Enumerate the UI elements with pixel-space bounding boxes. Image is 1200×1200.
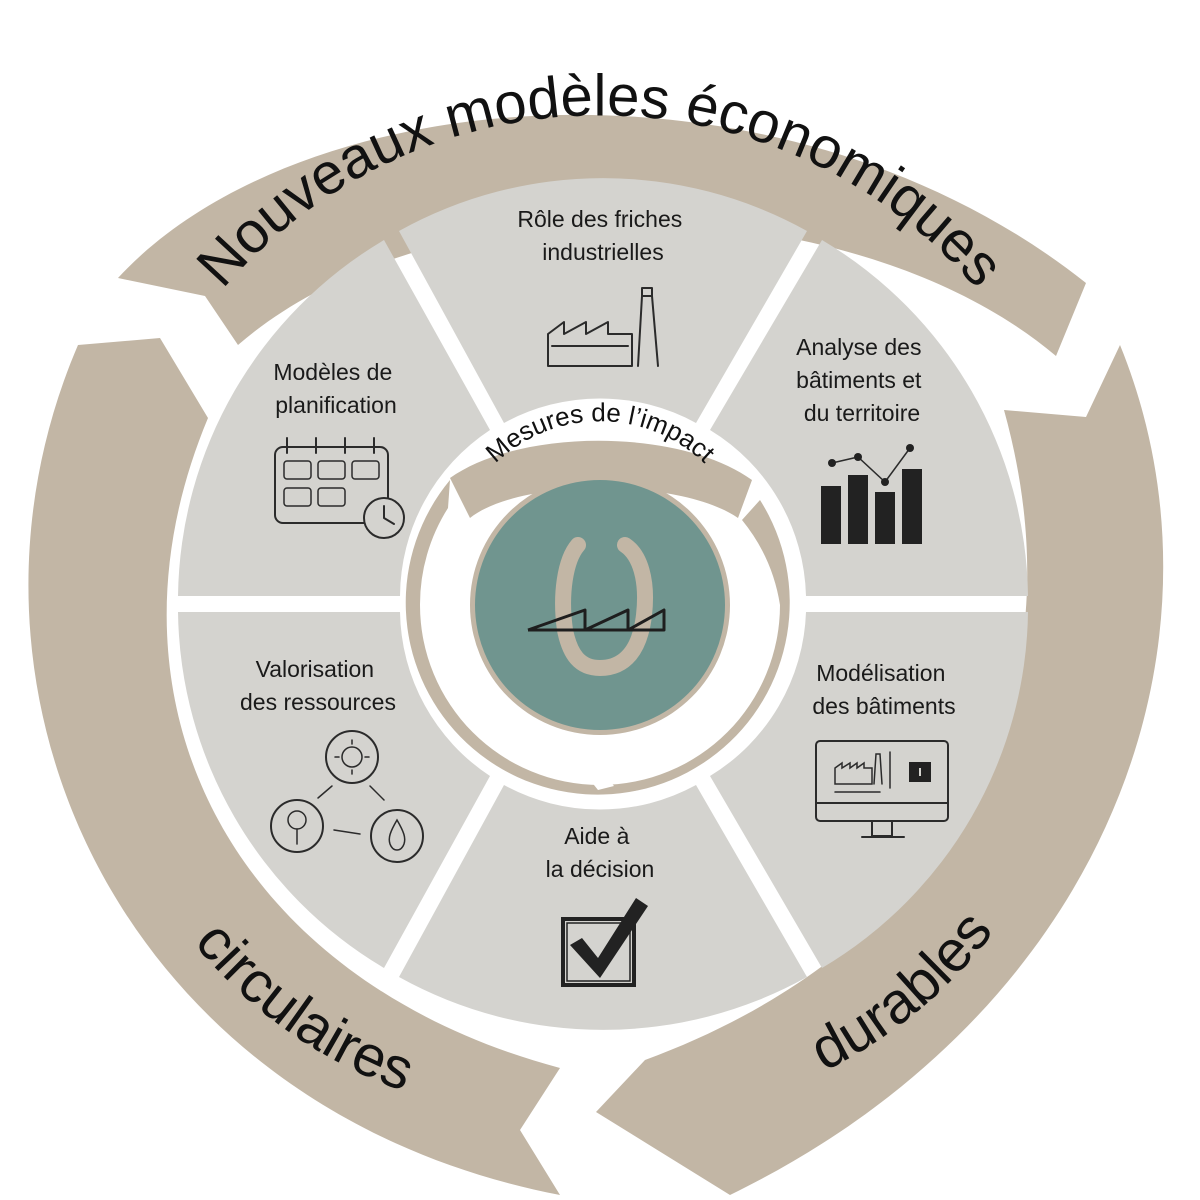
sector-modelisation[interactable] xyxy=(710,612,1028,968)
sector-decision[interactable] xyxy=(399,785,807,1030)
segment-label-planification: Modèles de planification xyxy=(273,359,398,418)
outer-arrow-right xyxy=(596,345,1164,1195)
segment-label-analyse: Analyse des bâtiments et du territoire xyxy=(796,334,928,426)
resources-cycle-icon xyxy=(270,730,424,863)
segment-label-valorisation: Valorisation des ressources xyxy=(240,656,396,715)
calendar-clock-icon xyxy=(274,437,405,539)
sector-valorisation[interactable] xyxy=(178,612,490,968)
center-disk xyxy=(475,480,725,730)
checkbox-icon xyxy=(561,898,648,987)
outer-arrow-top xyxy=(118,114,1086,356)
inner-ring-gap xyxy=(582,740,614,790)
bar-chart-icon xyxy=(821,444,922,544)
sector-planification[interactable] xyxy=(178,240,490,596)
segment-label-modelisation: Modélisation des bâtiments xyxy=(812,660,955,719)
segment-label-friches: Rôle des friches industrielles xyxy=(517,206,688,265)
sector-friches[interactable] xyxy=(399,178,807,423)
sector-analyse[interactable] xyxy=(710,240,1028,596)
segment-label-decision: Aide à la décision xyxy=(546,823,655,882)
center-cycle-icon xyxy=(527,537,666,677)
monitor-icon xyxy=(815,740,949,838)
factory-icon xyxy=(547,287,659,367)
outer-arrow-left xyxy=(28,338,560,1195)
inner-ring-label-band xyxy=(450,440,752,518)
